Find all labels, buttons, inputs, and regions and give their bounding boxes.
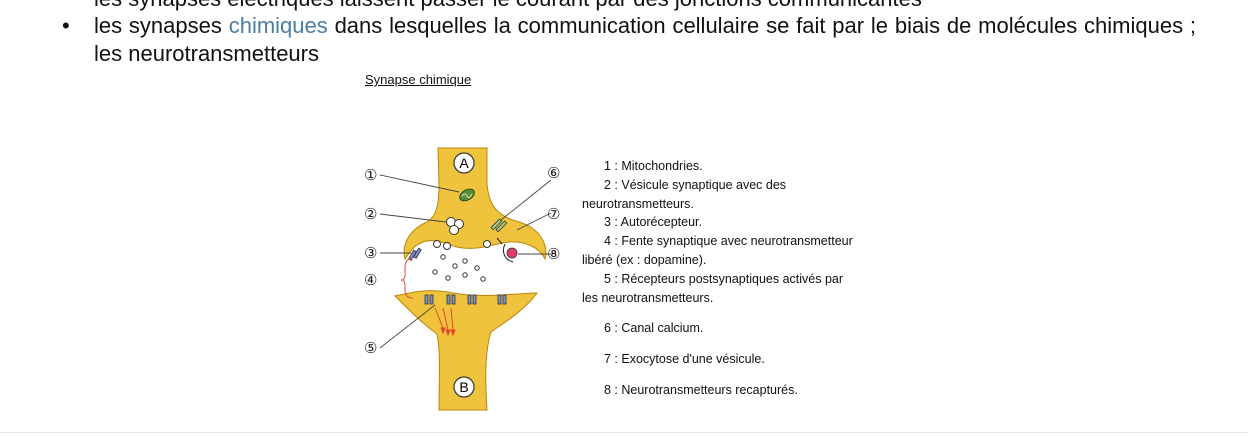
neurotransmitter-dots-icon <box>432 254 486 282</box>
figure-legend: 1 : Mitochondries. 2 : Vésicule synaptiq… <box>582 157 912 400</box>
legend-item-5: 5 : Récepteurs postsynaptiques activés p… <box>604 271 844 286</box>
paragraph-text-end: dans lesquelles la communication cellula… <box>94 13 1196 66</box>
marker-6: ⑥ <box>547 165 560 182</box>
postsynaptic-receptors-icon <box>424 294 507 305</box>
synapse-diagram: A B <box>364 147 560 411</box>
vesicle-cluster-icon <box>446 217 464 235</box>
marker-1: ① <box>364 167 377 184</box>
legend-item-6: 6 : Canal calcium. <box>604 321 704 336</box>
bullet-paragraph: les synapses chimiques dans lesquelles l… <box>94 12 1196 68</box>
legend-item-2-cont: neurotransmetteurs. <box>582 196 694 211</box>
vesicles-icon <box>433 240 491 250</box>
paragraph-text-start: les synapses <box>94 13 229 38</box>
neuron-a-label: A <box>459 155 469 171</box>
marker-4: ④ <box>364 272 377 289</box>
legend-item-8: 8 : Neurotransmetteurs recapturés. <box>604 382 798 397</box>
legend-item-2: 2 : Vésicule synaptique avec des <box>604 177 787 192</box>
postsynaptic-neuron-b <box>394 290 538 411</box>
legend-item-7: 7 : Exocytose d'une vésicule. <box>604 352 765 367</box>
signal-arrows-icon <box>434 307 456 337</box>
calcium-channel-icon <box>490 218 508 233</box>
legend-item-4: 4 : Fente synaptique avec neurotransmett… <box>604 234 853 249</box>
marker-7: ⑦ <box>547 206 560 223</box>
cleft-bracket-icon <box>400 257 414 299</box>
neuron-b-label: B <box>459 379 468 395</box>
previous-line-text: les synapses électriques laissent passer… <box>94 0 922 12</box>
marker-5: ⑤ <box>364 340 377 357</box>
marker-8: ⑧ <box>547 246 560 263</box>
pointer-lines <box>379 174 552 349</box>
keyword-chimiques: chimiques <box>228 13 328 38</box>
bottom-divider <box>0 432 1248 433</box>
figure-caption: Synapse chimique <box>365 72 472 87</box>
legend-item-3: 3 : Autorécepteur. <box>604 215 702 230</box>
marker-3: ③ <box>364 245 377 262</box>
legend-item-4-cont: libéré (ex : dopamine). <box>582 252 707 267</box>
presynaptic-neuron-a <box>403 147 547 261</box>
mitochondria-icon <box>459 188 475 202</box>
reuptake-transporter-icon <box>506 247 518 259</box>
legend-item-1: 1 : Mitochondries. <box>604 159 703 173</box>
bullet-marker: • <box>62 13 70 38</box>
marker-2: ② <box>364 206 377 223</box>
legend-item-5-cont: les neurotransmetteurs. <box>582 290 714 305</box>
